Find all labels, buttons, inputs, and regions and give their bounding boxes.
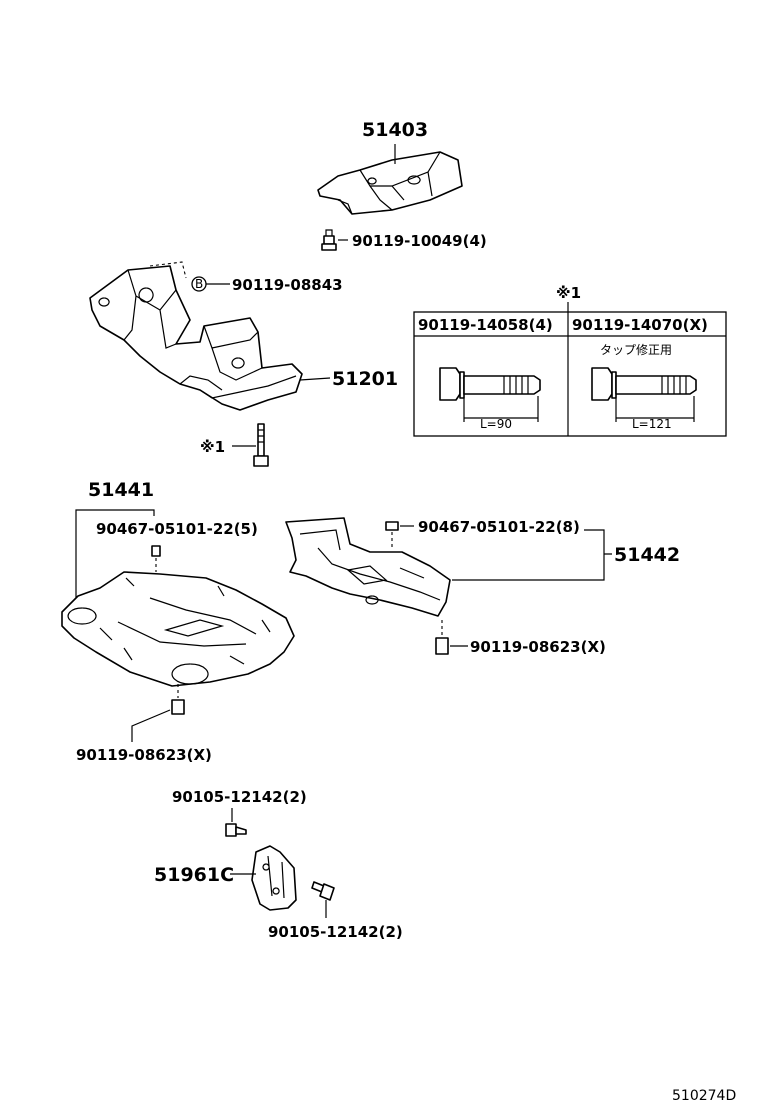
bolt-90105-12142-bottom-icon: [311, 881, 335, 901]
b-symbol-text: B: [195, 277, 203, 291]
label-90119-10049: 90119-10049(4): [352, 232, 487, 250]
note-table: ※1 90119-14058(4) 90119-14070(X) タップ修正用 …: [413, 284, 727, 437]
part-label-51442: 51442: [614, 544, 680, 566]
part-label-51961c: 51961C: [154, 864, 234, 886]
label-90467-left: 90467-05101-22(5): [96, 520, 258, 538]
leader-51441: [75, 509, 155, 600]
bolt-90119-08623-right-icon: [435, 620, 449, 655]
label-note1-bolt: ※1: [200, 438, 225, 456]
note-table-col2-note: タップ修正用: [600, 342, 672, 357]
clip-90467-left-icon: [151, 545, 161, 572]
part-label-51441: 51441: [88, 479, 154, 501]
part-51403-bracket-drawing: [317, 151, 463, 215]
label-90119-08623-left: 90119-08623(X): [76, 746, 212, 764]
bolt-90119-14070-icon: [591, 367, 697, 422]
b-circle-symbol: B: [191, 276, 207, 292]
bolt-90119-14058-icon: [439, 367, 541, 422]
bolt-90119-10049-icon: [321, 229, 337, 251]
clip-90467-right-icon: [385, 521, 399, 548]
part-label-51403: 51403: [362, 119, 428, 141]
diagram-code: 510274D: [672, 1088, 736, 1104]
label-90105-12142-top: 90105-12142(2): [172, 788, 307, 806]
leader-51442: [452, 529, 612, 581]
part-51201-crossmember-drawing: [89, 265, 303, 411]
label-90105-12142-bottom: 90105-12142(2): [268, 923, 403, 941]
part-label-51201: 51201: [332, 368, 398, 390]
note-table-marker: ※1: [556, 284, 581, 302]
label-90119-08623-right: 90119-08623(X): [470, 638, 606, 656]
part-51442-cover-drawing: [285, 517, 451, 617]
note-table-col2-header: 90119-14070(X): [572, 316, 708, 334]
note-table-col1-header: 90119-14058(4): [418, 316, 553, 334]
leader-08623-left: [131, 709, 171, 742]
bolt-90119-08623-left-icon: [171, 684, 185, 715]
part-51441-cover-drawing: [61, 571, 295, 687]
note-table-col2-length: L=121: [632, 417, 672, 431]
label-90119-08843: 90119-08843: [232, 276, 343, 294]
note-table-col1-length: L=90: [480, 417, 512, 431]
part-51961c-bracket-drawing: [251, 845, 297, 911]
leader-51201: [299, 377, 331, 381]
bolt-90105-12142-top-icon: [225, 823, 247, 837]
bolt-note1-icon: [253, 423, 269, 467]
dashed-link-08843: [149, 261, 187, 279]
label-90467-right: 90467-05101-22(8): [418, 518, 580, 536]
